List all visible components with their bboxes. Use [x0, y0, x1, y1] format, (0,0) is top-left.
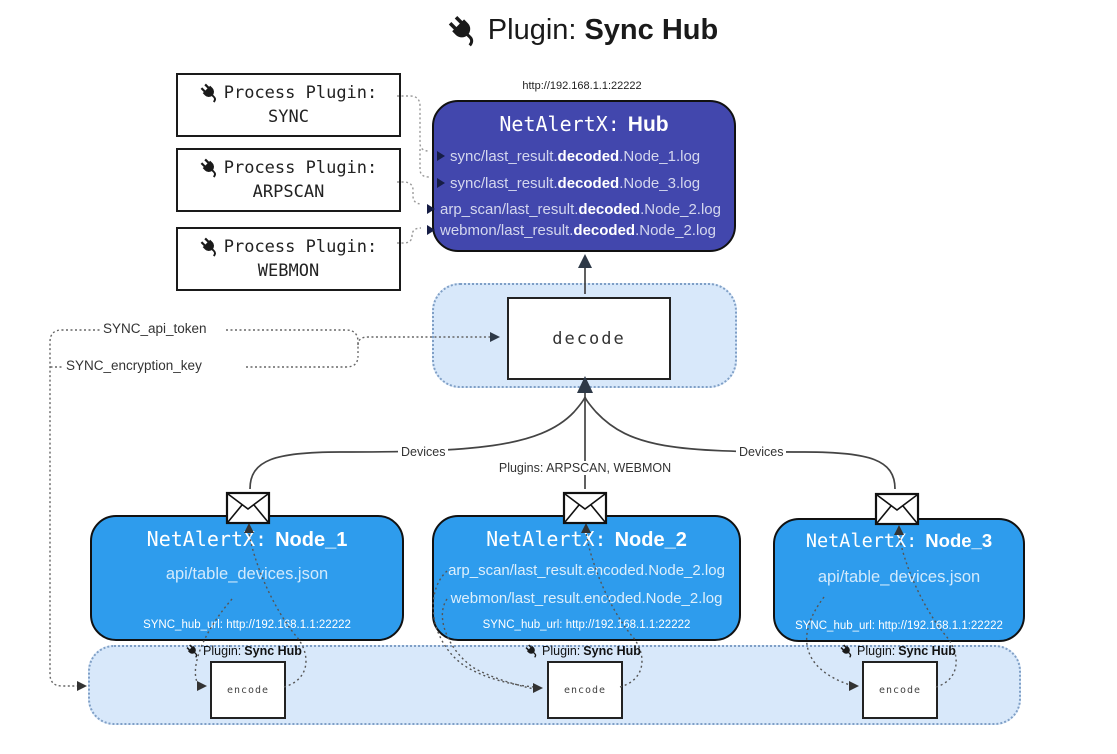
node-file: arp_scan/last_result.encoded.Node_2.log	[448, 562, 725, 579]
encode-plugin-label: Plugin:Sync Hub	[840, 644, 956, 658]
node-2-box: NetAlertX:Node_2 arp_scan/last_result.en…	[432, 515, 741, 641]
plug-icon	[525, 644, 537, 658]
node-1-box: NetAlertX:Node_1 api/table_devices.json …	[90, 515, 404, 641]
process-plugin-box-arpscan: Process Plugin: ARPSCAN	[176, 148, 401, 212]
plug-icon	[200, 237, 216, 257]
hub-title-name: Hub	[627, 113, 669, 136]
encode-plugin-label: Plugin:Sync Hub	[525, 644, 641, 658]
process-plugin-label: Process Plugin:	[223, 83, 378, 103]
node-title: NetAlertX:Node_3	[805, 530, 993, 552]
process-plugin-name: SYNC	[268, 107, 309, 127]
process-plugin-box-sync: Process Plugin: SYNC	[176, 73, 401, 137]
process-plugin-label: Process Plugin:	[223, 237, 378, 257]
node-file: api/table_devices.json	[165, 565, 329, 583]
process-plugin-name: WEBMON	[257, 261, 320, 281]
process-plugin-name: ARPSCAN	[252, 182, 325, 202]
title-name: Sync Hub	[584, 14, 719, 46]
process-plugin-connectors	[397, 95, 430, 244]
node-hub-url: SYNC_hub_url: http://192.168.1.1:22222	[795, 620, 1003, 632]
page-title: Plugin: Sync Hub	[448, 14, 718, 47]
node-hub-url: SYNC_hub_url: http://192.168.1.1:22222	[482, 619, 691, 631]
hub-log-line: sync/last_result.decoded.Node_1.log	[437, 147, 700, 165]
devices-right-label: Devices	[736, 445, 787, 459]
arrow-bullet-icon	[427, 204, 435, 214]
plugins-label: Plugins: ARPSCAN, WEBMON	[495, 461, 675, 475]
hub-url: http://192.168.1.1:22222	[522, 80, 642, 92]
hub-log-line: arp_scan/last_result.decoded.Node_2.log	[427, 200, 721, 218]
arrowhead	[77, 681, 87, 691]
encode-plugin-label: Plugin:Sync Hub	[186, 644, 302, 658]
hub-log-line: sync/last_result.decoded.Node_3.log	[437, 174, 700, 192]
hub-title: NetAlertX: Hub	[434, 112, 734, 137]
hub-title-prefix: NetAlertX:	[499, 112, 620, 136]
node-hub-url: SYNC_hub_url: http://192.168.1.1:22222	[143, 619, 351, 631]
decode-box: decode	[507, 297, 671, 380]
plug-icon	[448, 15, 474, 46]
node-title: NetAlertX:Node_1	[146, 527, 348, 551]
process-plugin-box-webmon: Process Plugin: WEBMON	[176, 227, 401, 291]
node-3-box: NetAlertX:Node_3 api/table_devices.json …	[773, 518, 1025, 642]
arrow-bullet-icon	[427, 225, 435, 235]
sync-api-token-label: SYNC_api_token	[100, 321, 210, 336]
encode-box: encode	[547, 661, 623, 719]
arrow-bullet-icon	[437, 178, 445, 188]
encode-box: encode	[210, 661, 286, 719]
node-title: NetAlertX:Node_2	[486, 527, 687, 551]
process-plugin-label: Process Plugin:	[223, 158, 378, 178]
devices-left-label: Devices	[398, 445, 449, 459]
hub-log-line: webmon/last_result.decoded.Node_2.log	[427, 221, 716, 239]
encode-box: encode	[862, 661, 938, 719]
plug-icon	[200, 158, 216, 178]
arrow-bullet-icon	[437, 151, 445, 161]
title-prefix: Plugin:	[487, 14, 577, 46]
sync-encryption-key-label: SYNC_encryption_key	[63, 358, 205, 373]
decode-container: decode	[432, 283, 737, 388]
plug-icon	[840, 644, 852, 658]
hub-box: NetAlertX: Hub sync/last_result.decoded.N…	[427, 100, 736, 252]
node-file: webmon/last_result.encoded.Node_2.log	[450, 590, 723, 607]
arrowhead	[578, 254, 592, 268]
plug-icon	[200, 83, 216, 103]
plug-icon	[186, 644, 198, 658]
node-file: api/table_devices.json	[817, 568, 981, 586]
